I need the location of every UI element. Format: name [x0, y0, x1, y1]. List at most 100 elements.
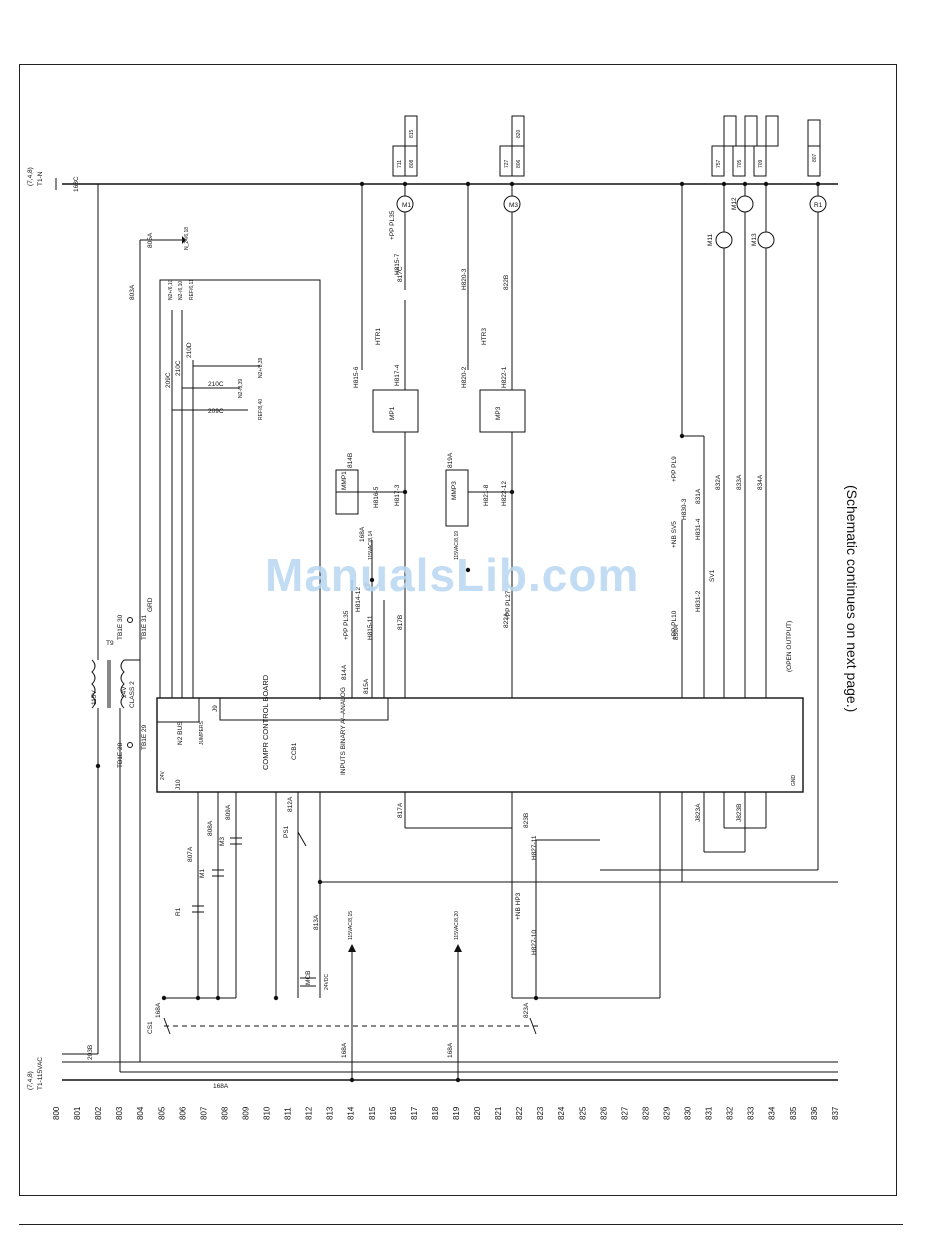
svg-text:814B: 814B	[347, 453, 354, 468]
svg-text:J823A: J823A	[695, 803, 702, 822]
svg-text:817C: 817C	[397, 266, 404, 282]
transformer-label: T9	[106, 640, 114, 647]
svg-text:CCB1: CCB1	[291, 742, 298, 760]
svg-text:H817-4: H817-4	[394, 364, 401, 386]
row-number: 816	[389, 1106, 398, 1120]
svg-text:709: 709	[758, 159, 764, 168]
row-number: 830	[684, 1106, 693, 1120]
svg-text:H827-10: H827-10	[531, 930, 538, 955]
svg-text:TB1E 31: TB1E 31	[141, 614, 148, 640]
svg-text:M11: M11	[707, 233, 714, 246]
top-bus-wire: 168C	[73, 176, 80, 192]
top-bus-ref: (7,4,8)	[27, 167, 34, 186]
svg-text:+PP PL27: +PP PL27	[505, 590, 512, 620]
svg-text:807A: 807A	[187, 846, 194, 862]
svg-text:H820-3: H820-3	[461, 268, 468, 290]
svg-text:24VDC: 24VDC	[324, 973, 330, 990]
svg-text:24V: 24V	[121, 686, 128, 698]
svg-text:727: 727	[504, 159, 510, 168]
row-number: 815	[368, 1106, 377, 1120]
svg-text:GRD: GRD	[147, 597, 154, 612]
svg-text:209C: 209C	[208, 408, 224, 415]
svg-text:817B: 817B	[397, 615, 404, 630]
svg-text:+PP PL35: +PP PL35	[343, 610, 350, 640]
row-number: 835	[789, 1106, 798, 1120]
svg-text:(OPEN OUTPUT): (OPEN OUTPUT)	[786, 621, 793, 672]
svg-text:H831-4: H831-4	[695, 518, 702, 540]
row-number: 836	[810, 1106, 819, 1120]
svg-text:GND: GND	[791, 775, 797, 787]
row-number: 817	[410, 1106, 419, 1120]
top-bus-ref-2: T1-N	[37, 171, 44, 186]
sv1-label: SV1	[709, 569, 716, 582]
svg-text:830A: 830A	[673, 624, 680, 640]
j9-connector	[219, 697, 389, 721]
svg-text:N2+/6,10: N2+/6,10	[168, 279, 174, 300]
row-number: 821	[494, 1106, 503, 1120]
svg-text:H814-12: H814-12	[355, 587, 362, 612]
svg-text:M1: M1	[402, 202, 411, 209]
svg-text:806: 806	[516, 159, 522, 168]
svg-text:115VAC/8,20: 115VAC/8,20	[454, 911, 460, 940]
row-number: 834	[768, 1106, 777, 1120]
row-number: 826	[599, 1106, 608, 1120]
svg-text:T1-115VAC: T1-115VAC	[37, 1057, 44, 1090]
svg-text:M13: M13	[751, 233, 758, 246]
svg-text:813A: 813A	[313, 914, 320, 930]
svg-text:MP3: MP3	[495, 406, 502, 420]
motor-m13	[757, 231, 775, 249]
svg-text:J9: J9	[212, 705, 219, 712]
svg-text:H820-2: H820-2	[461, 366, 468, 388]
transformer-primary	[91, 659, 96, 709]
row-number: 837	[831, 1106, 840, 1120]
row-number: 831	[705, 1106, 714, 1120]
svg-text:(7,4,8): (7,4,8)	[27, 1071, 34, 1090]
row-number: 819	[452, 1106, 461, 1120]
svg-text:N2 BUS: N2 BUS	[177, 721, 184, 745]
m3-contact-label: M3	[219, 837, 226, 846]
row-number: 824	[557, 1106, 566, 1120]
svg-text:+NB SV5: +NB SV5	[671, 521, 678, 548]
row-number: 808	[220, 1106, 229, 1120]
svg-text:24V: 24V	[160, 770, 166, 780]
cs1-label: CS1	[147, 1021, 154, 1034]
svg-text:J10: J10	[175, 779, 182, 790]
row-number: 813	[326, 1106, 335, 1120]
svg-text:705: 705	[737, 159, 743, 168]
row-number: 812	[305, 1106, 314, 1120]
svg-text:N_24/6,18: N_24/6,18	[184, 227, 190, 250]
r1-label: R1	[175, 907, 182, 916]
svg-text:168A: 168A	[155, 1002, 162, 1018]
svg-text:832A: 832A	[715, 474, 722, 490]
svg-text:168A: 168A	[359, 526, 366, 542]
row-number: 827	[620, 1106, 629, 1120]
row-number: 802	[94, 1106, 103, 1120]
footer-rule	[19, 1224, 903, 1225]
row-number: 818	[431, 1106, 440, 1120]
motor-m11	[715, 231, 733, 249]
row-number: 800	[52, 1106, 61, 1120]
svg-text:MP1: MP1	[389, 406, 396, 420]
row-number: 806	[178, 1106, 187, 1120]
svg-text:809A: 809A	[225, 804, 232, 820]
svg-text:808A: 808A	[207, 820, 214, 836]
svg-text:711: 711	[397, 160, 403, 168]
svg-text:N2+/8,39: N2+/8,39	[258, 357, 264, 378]
row-number: 805	[157, 1106, 166, 1120]
svg-text:815A: 815A	[363, 678, 370, 694]
svg-text:822A: 822A	[503, 612, 510, 628]
compr-control-board	[156, 697, 804, 793]
svg-text:115VAC/8,15: 115VAC/8,15	[348, 911, 354, 940]
svg-text:COMPR CONTROL BOARD: COMPR CONTROL BOARD	[261, 674, 270, 770]
row-number: 804	[136, 1106, 145, 1120]
continued-note: (Schematic continues on next page.)	[844, 485, 860, 713]
svg-text:822B: 822B	[503, 275, 510, 290]
svg-text:H816-5: H816-5	[373, 486, 380, 508]
svg-text:815: 815	[409, 129, 415, 138]
ps1-label: PS1	[283, 825, 290, 838]
svg-text:209C: 209C	[165, 372, 172, 388]
svg-text:CLASS 2: CLASS 2	[129, 681, 136, 708]
svg-text:H822-1: H822-1	[501, 366, 508, 388]
